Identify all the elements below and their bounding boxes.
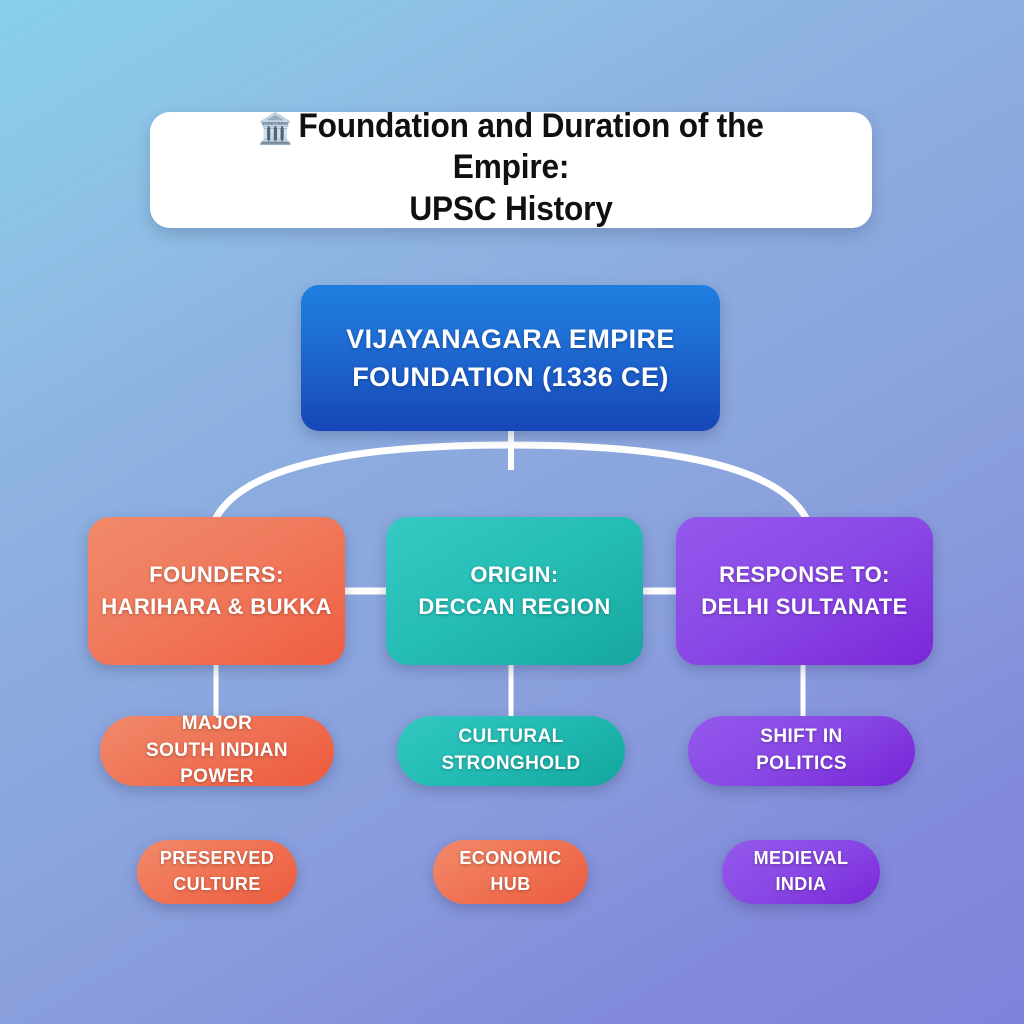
node-economic-hub-label: ECONOMIC HUB: [459, 848, 562, 894]
title-line-1: Foundation and Duration of the Empire:: [298, 106, 764, 187]
title-line-2: UPSC History: [409, 189, 613, 228]
node-founders[interactable]: FOUNDERS: HARIHARA & BUKKA: [88, 517, 345, 665]
node-response[interactable]: RESPONSE TO: DELHI SULTANATE: [676, 517, 933, 665]
node-major-south-indian-power-label: MAJOR SOUTH INDIAN POWER: [145, 712, 289, 788]
node-preserved-culture[interactable]: PRESERVED CULTURE: [137, 840, 297, 904]
connector-arc: [212, 441, 810, 522]
page-title: 🏛️Foundation and Duration of the Empire:…: [199, 106, 822, 230]
node-root-vijayanagara-foundation[interactable]: VIJAYANAGARA EMPIRE FOUNDATION (1336 CE): [301, 285, 720, 431]
node-shift-in-politics-label: SHIFT IN POLITICS: [756, 726, 847, 774]
node-response-label: RESPONSE TO: DELHI SULTANATE: [701, 562, 908, 619]
node-cultural-stronghold[interactable]: CULTURAL STRONGHOLD: [397, 716, 625, 786]
node-economic-hub[interactable]: ECONOMIC HUB: [433, 840, 588, 904]
node-founders-label: FOUNDERS: HARIHARA & BUKKA: [101, 562, 332, 619]
node-cultural-stronghold-label: CULTURAL STRONGHOLD: [441, 726, 581, 774]
node-preserved-culture-label: PRESERVED CULTURE: [159, 848, 275, 894]
node-origin-label: ORIGIN: DECCAN REGION: [418, 562, 611, 619]
node-medieval-india[interactable]: MEDIEVAL INDIA: [722, 840, 880, 904]
node-root-label: VIJAYANAGARA EMPIRE FOUNDATION (1336 CE): [346, 323, 675, 392]
title-card: 🏛️Foundation and Duration of the Empire:…: [150, 107, 872, 228]
node-medieval-india-label: MEDIEVAL INDIA: [753, 848, 849, 894]
node-major-south-indian-power[interactable]: MAJOR SOUTH INDIAN POWER: [100, 713, 334, 787]
classical-building-icon: 🏛️: [258, 112, 293, 146]
node-shift-in-politics[interactable]: SHIFT IN POLITICS: [688, 716, 915, 786]
node-origin[interactable]: ORIGIN: DECCAN REGION: [386, 517, 643, 665]
